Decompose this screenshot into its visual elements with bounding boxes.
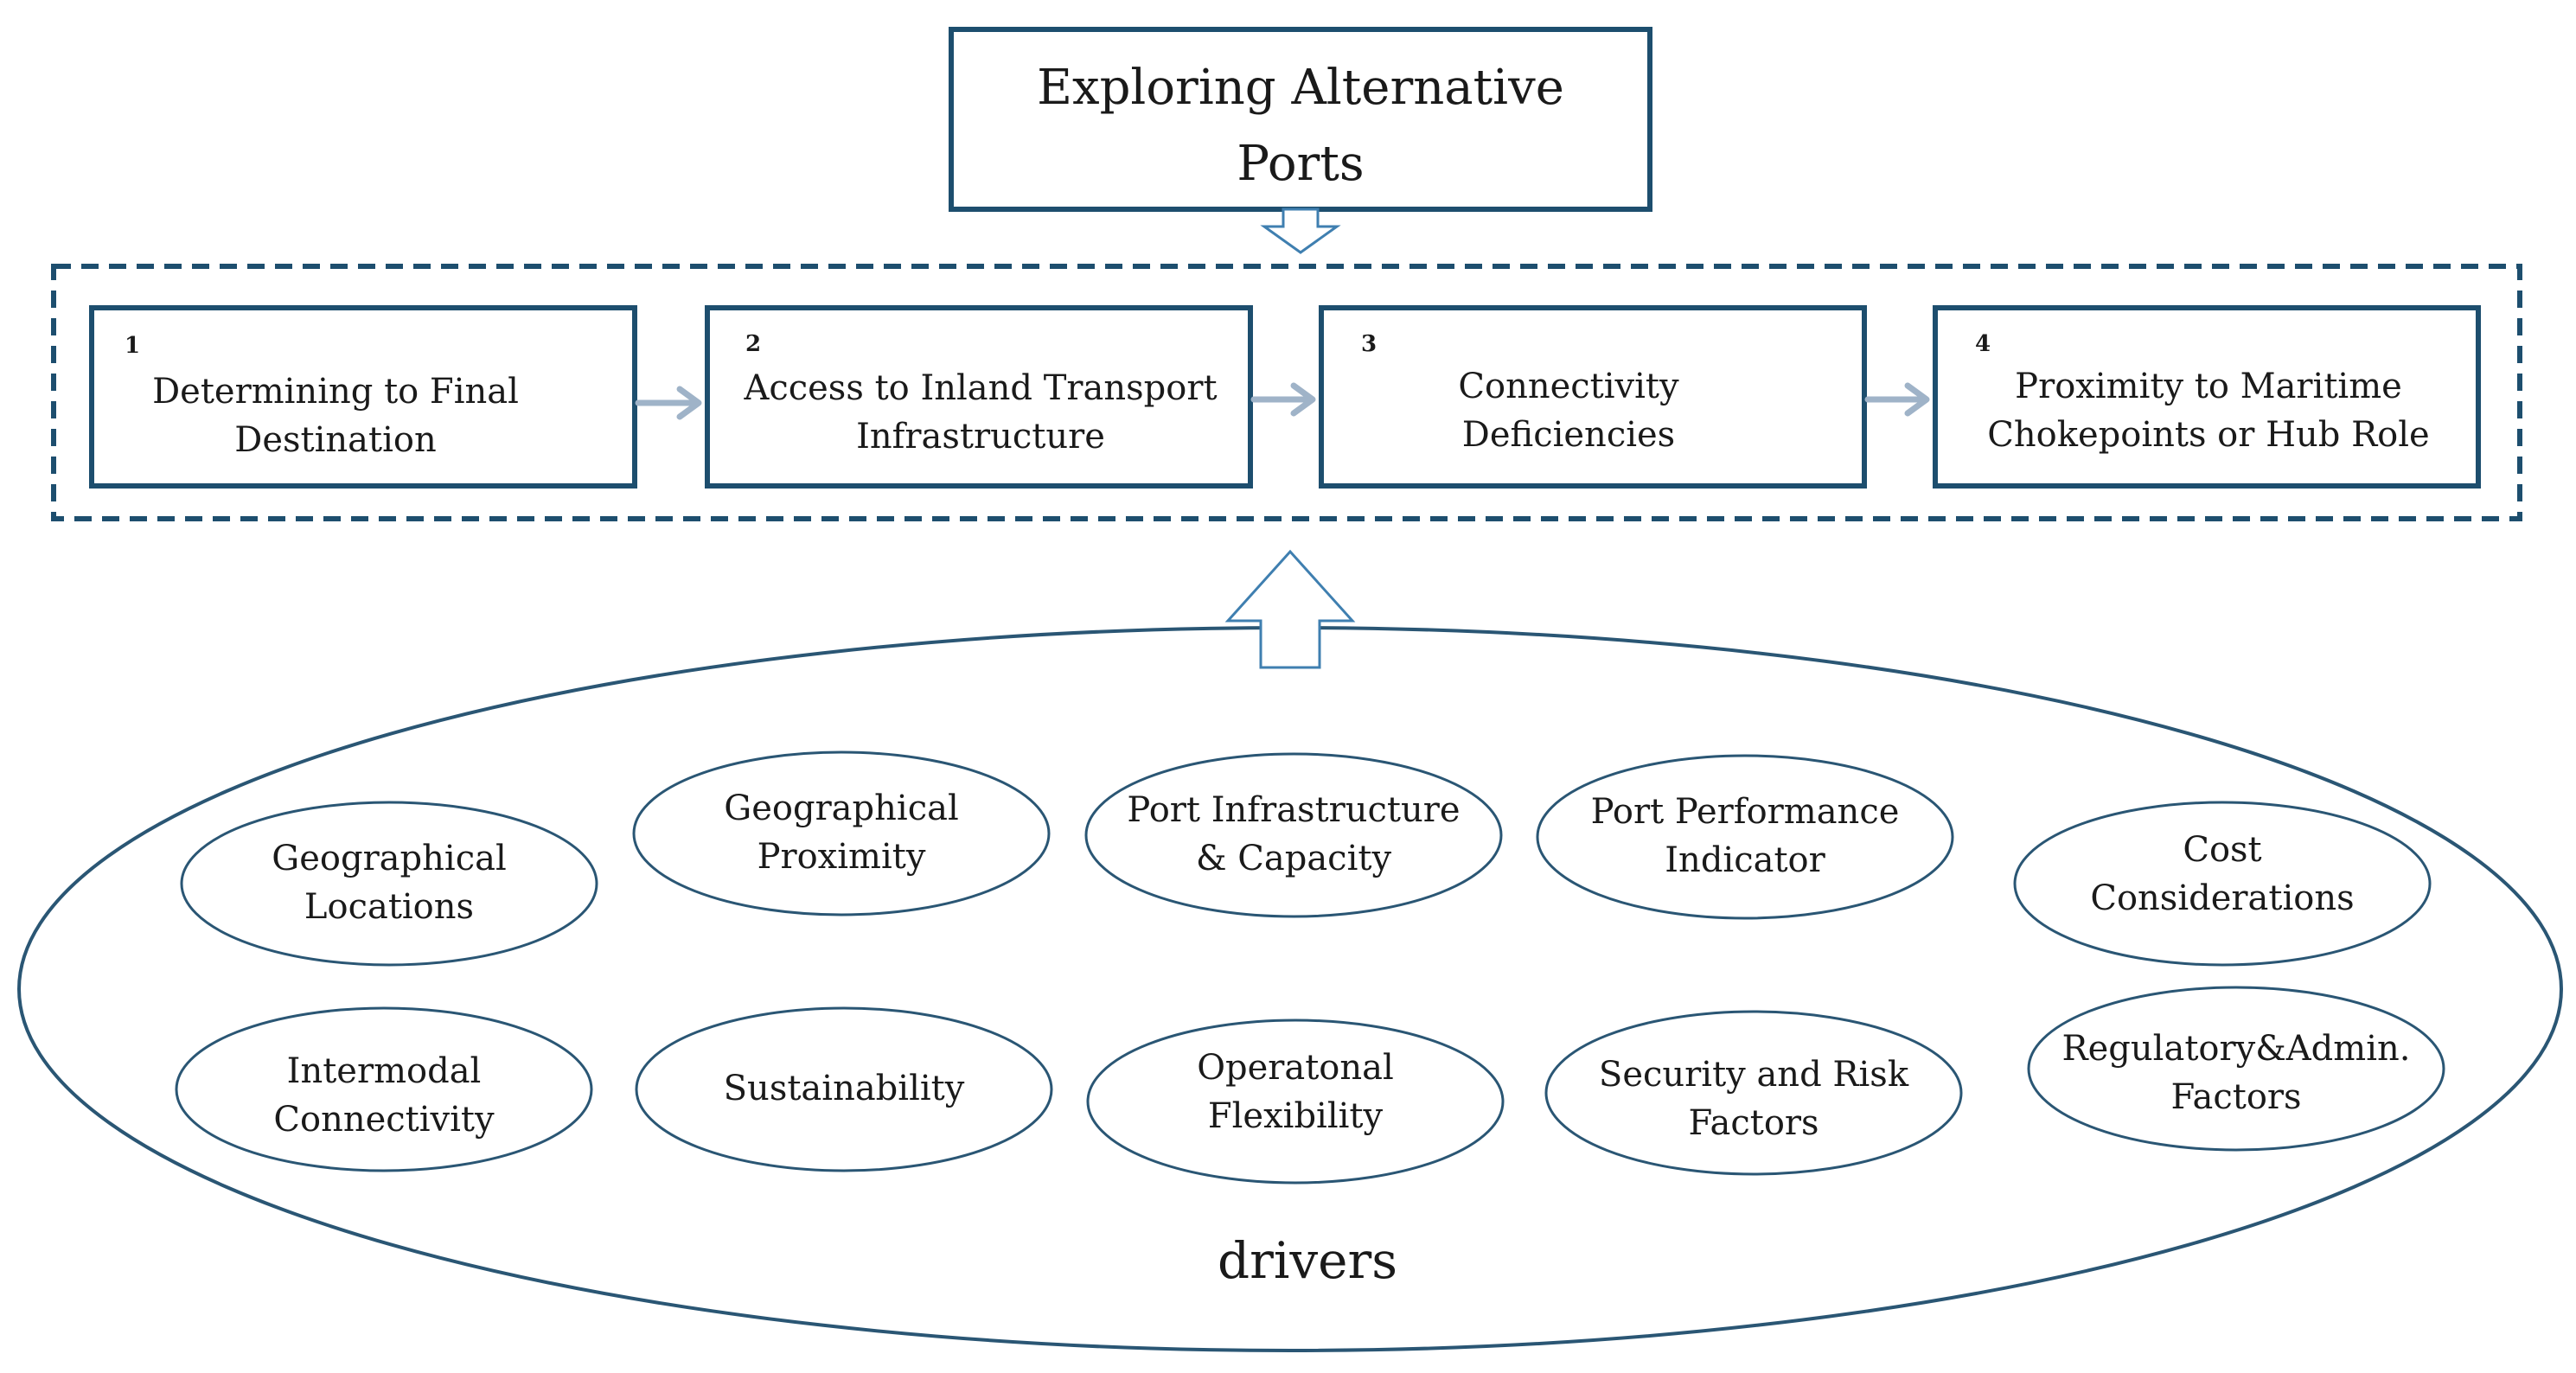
step-label-1-line-2: Destination	[234, 420, 436, 460]
driver-3-line-1: Port Infrastructure	[1127, 790, 1460, 830]
step-box-2: 2 Access to Inland Transport Infrastruct…	[705, 305, 1253, 489]
arrow-right-icon-3	[1864, 382, 1930, 417]
driver-7-line-1: Sustainability	[724, 1069, 965, 1108]
driver-9-line-2: Factors	[1688, 1103, 1819, 1143]
driver-port-performance: Port Performance Indicator	[1536, 754, 1954, 920]
step-box-4: 4 Proximity to Maritime Chokepoints or H…	[1933, 305, 2481, 489]
step-label-2-line-2: Infrastructure	[856, 417, 1105, 457]
driver-8-line-2: Flexibility	[1208, 1096, 1384, 1136]
step-label-3-line-2: Deficiencies	[1462, 415, 1675, 455]
driver-geographical-locations: Geographical Locations	[180, 801, 598, 967]
driver-2-line-1: Geographical	[724, 789, 958, 828]
driver-3-line-2: & Capacity	[1196, 839, 1391, 878]
step-number-1: 1	[125, 333, 140, 359]
down-arrow-icon	[1260, 208, 1341, 254]
step-label-2-line-1: Access to Inland Transport	[743, 368, 1217, 408]
driver-5-line-1: Cost	[2183, 830, 2261, 870]
driver-2-line-2: Proximity	[757, 837, 926, 877]
step-label-4-line-1: Proximity to Maritime	[2015, 367, 2402, 406]
driver-5-line-2: Considerations	[2090, 878, 2354, 918]
drivers-label: drivers	[1218, 1231, 1397, 1290]
driver-6-line-1: Intermodal	[287, 1051, 482, 1091]
title-box: Exploring Alternative Ports	[949, 27, 1652, 212]
driver-operational-flexibility: Operatonal Flexibility	[1086, 1019, 1505, 1185]
arrow-right-icon-1	[635, 386, 702, 420]
step-label-1-line-1: Determining to Final	[152, 372, 519, 412]
title-line-1: Exploring Alternative	[1037, 60, 1564, 116]
driver-4-line-1: Port Performance	[1591, 792, 1900, 832]
driver-security-risk: Security and Risk Factors	[1544, 1010, 1963, 1176]
step-box-3: 3 Connectivity Deficiencies	[1319, 305, 1867, 489]
step-label-4-line-2: Chokepoints or Hub Role	[1987, 415, 2429, 455]
driver-sustainability: Sustainability	[635, 1006, 1053, 1172]
title-line-2: Ports	[1237, 136, 1364, 192]
driver-8-line-1: Operatonal	[1197, 1048, 1394, 1088]
step-number-4: 4	[1975, 331, 1991, 357]
driver-4-line-2: Indicator	[1665, 840, 1825, 880]
up-arrow-icon	[1224, 549, 1356, 669]
driver-9-line-1: Security and Risk	[1599, 1055, 1909, 1095]
driver-10-line-2: Factors	[2170, 1077, 2301, 1117]
driver-1-line-2: Locations	[304, 887, 474, 927]
driver-cost-considerations: Cost Considerations	[2013, 801, 2432, 967]
driver-intermodal-connectivity: Intermodal Connectivity	[175, 1006, 593, 1172]
step-number-3: 3	[1361, 331, 1377, 357]
driver-6-line-2: Connectivity	[273, 1100, 495, 1140]
driver-regulatory-admin: Regulatory&Admin. Factors	[2027, 986, 2445, 1152]
driver-geographical-proximity: Geographical Proximity	[632, 750, 1051, 916]
driver-1-line-1: Geographical	[272, 839, 506, 878]
step-number-2: 2	[745, 331, 761, 357]
step-box-1: 1 Determining to Final Destination	[89, 305, 637, 489]
driver-10-line-1: Regulatory&Admin.	[2062, 1029, 2411, 1069]
arrow-right-icon-2	[1250, 382, 1316, 417]
step-label-3-line-1: Connectivity	[1458, 367, 1679, 406]
process-frame	[51, 264, 2522, 521]
driver-port-infrastructure: Port Infrastructure & Capacity	[1084, 752, 1503, 918]
